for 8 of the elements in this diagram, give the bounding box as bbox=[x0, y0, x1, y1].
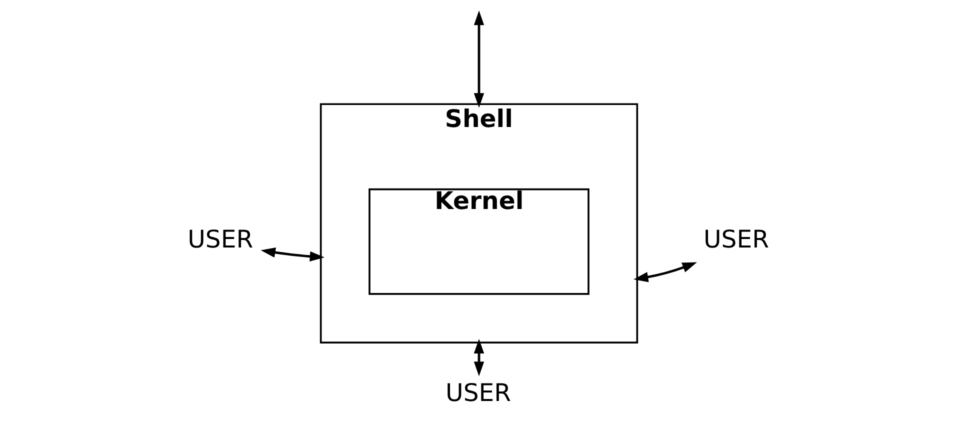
arrow bbox=[260, 247, 325, 262]
node-text: USER bbox=[446, 378, 512, 407]
arrow bbox=[634, 262, 697, 282]
node-text: USER bbox=[703, 224, 770, 254]
node-text: USER bbox=[188, 224, 254, 254]
arrow bbox=[474, 10, 484, 108]
node-box: Kernel bbox=[368, 188, 590, 295]
arrow bbox=[474, 338, 484, 376]
